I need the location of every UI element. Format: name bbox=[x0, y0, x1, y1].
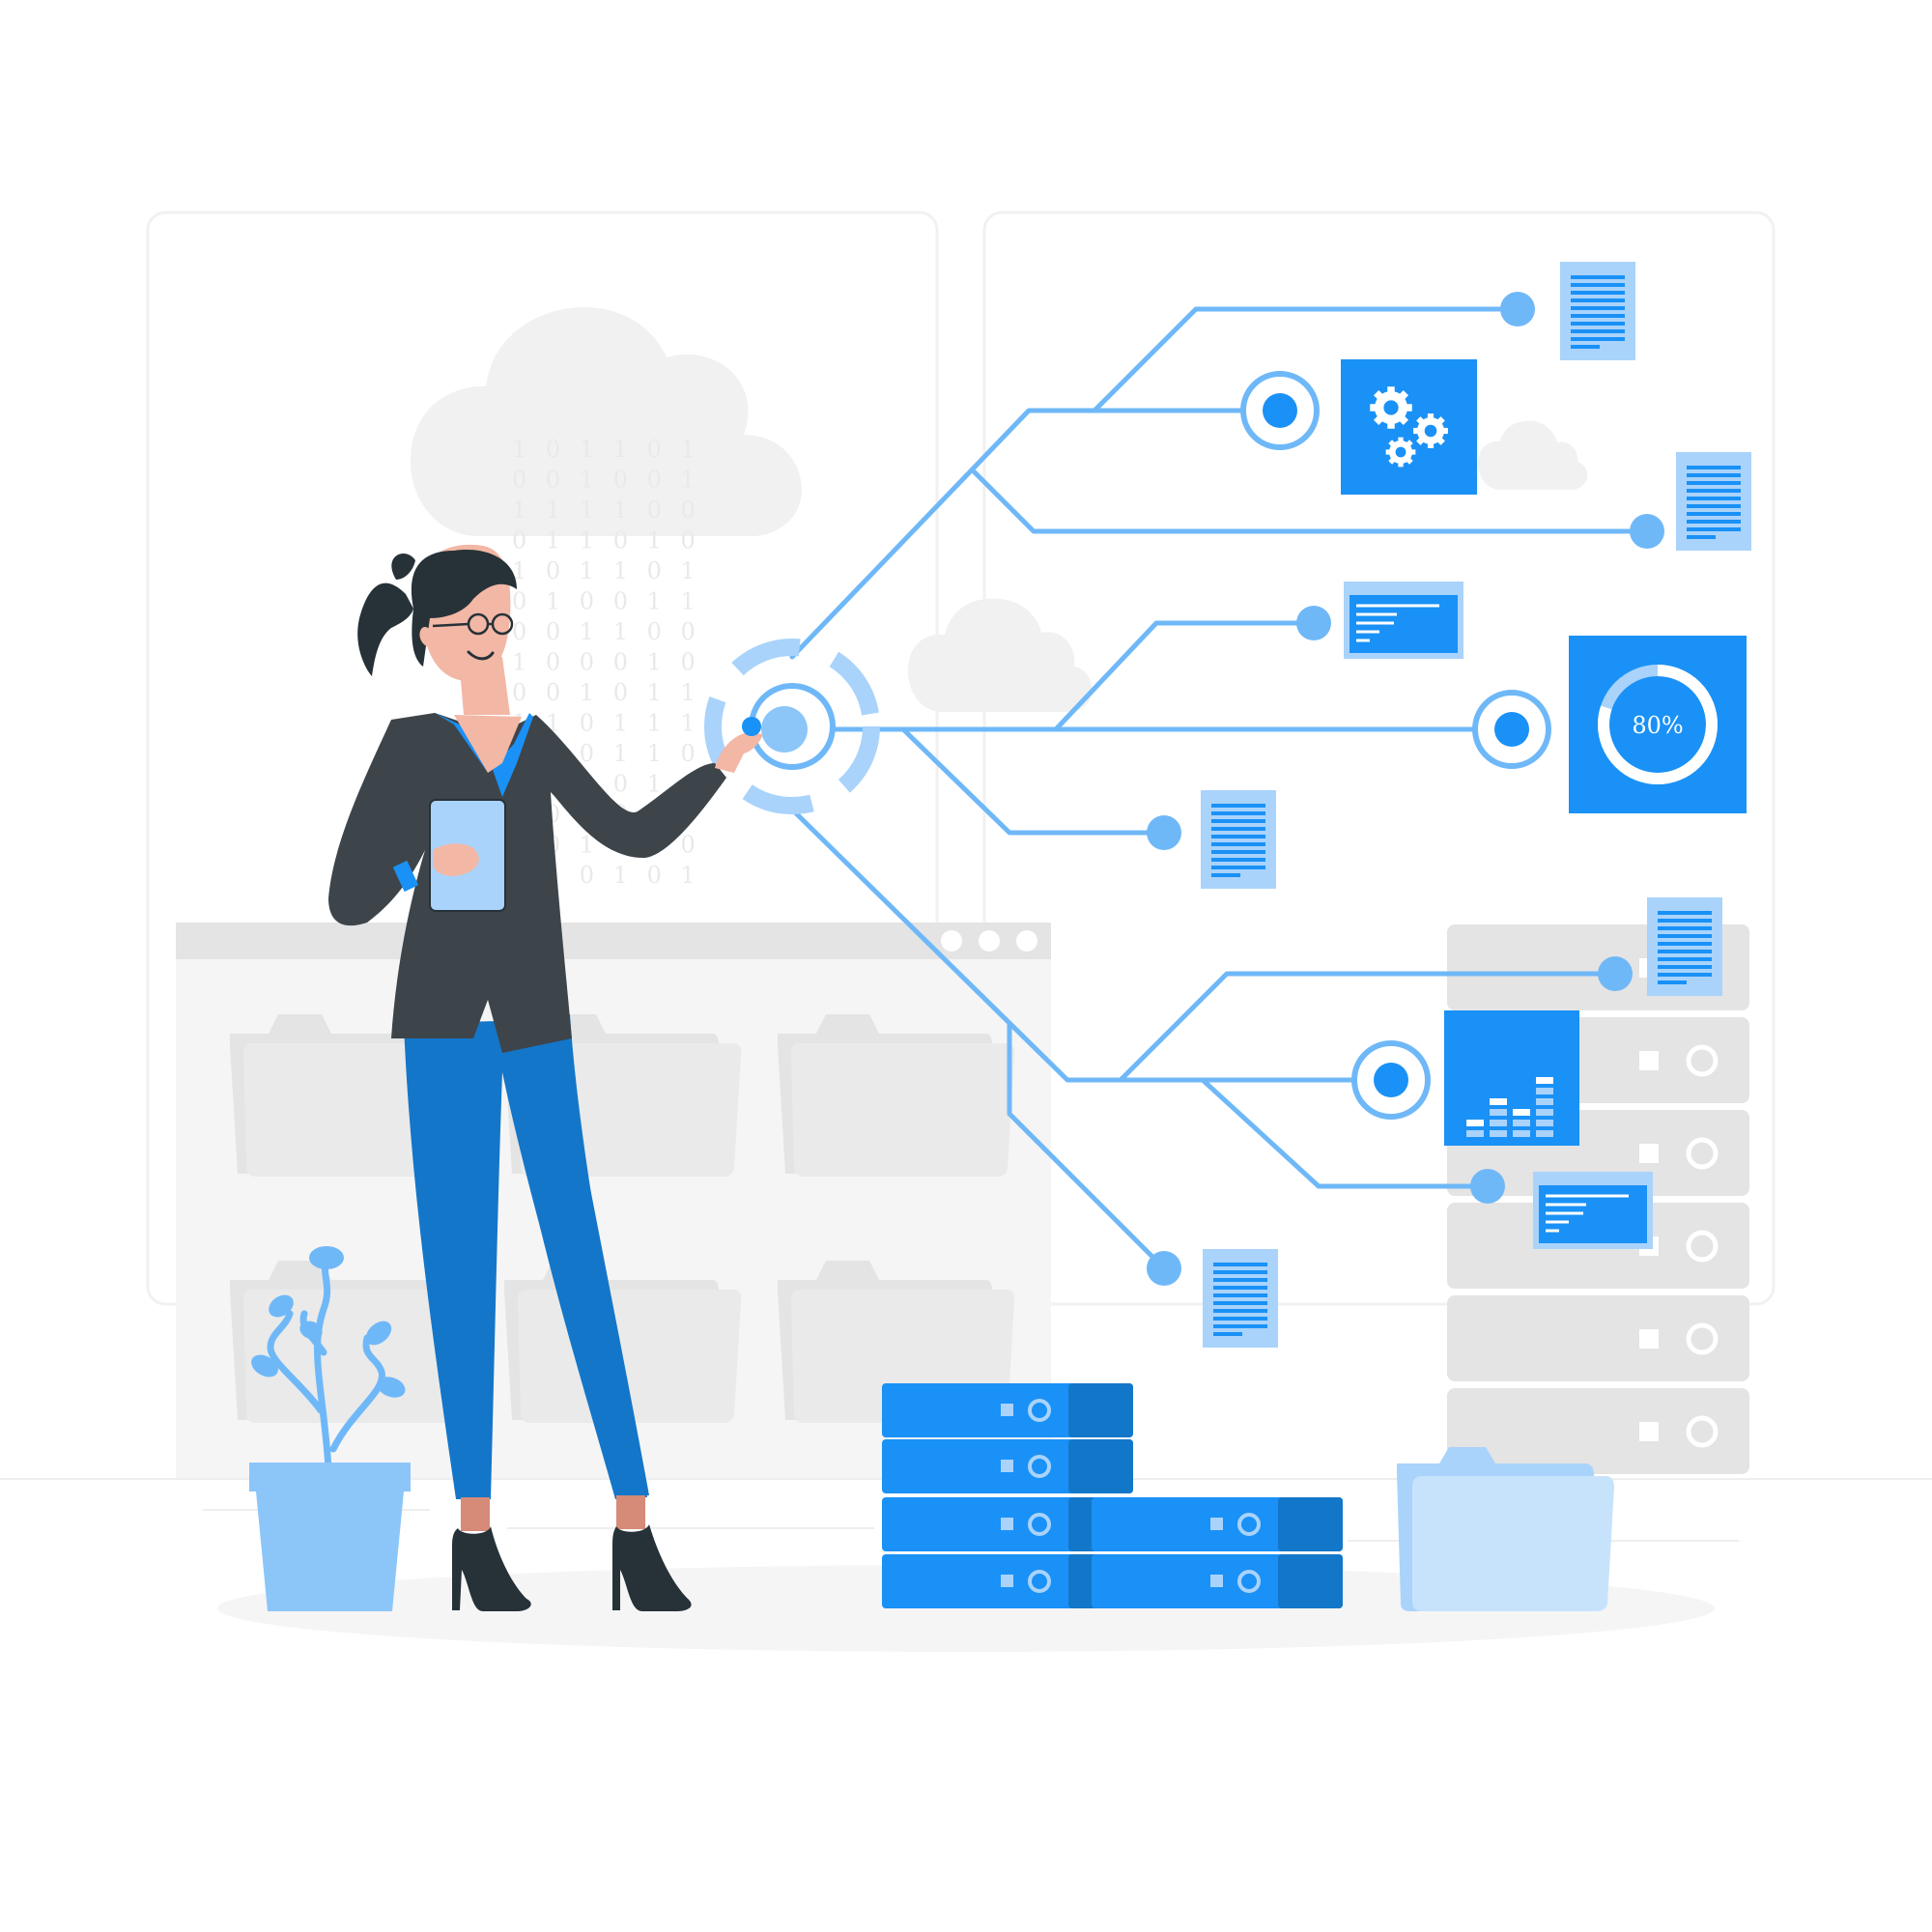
document-icon bbox=[1676, 452, 1751, 551]
server-stack-icon bbox=[882, 1383, 1343, 1608]
settings-card bbox=[1341, 359, 1477, 495]
document-icon bbox=[1203, 1249, 1278, 1348]
window-title-bar bbox=[176, 923, 1051, 959]
folder-icon bbox=[778, 1014, 1015, 1177]
ring-node bbox=[1351, 1040, 1431, 1120]
node-dot bbox=[1500, 292, 1535, 327]
window-control-dot bbox=[941, 930, 962, 952]
server-unit bbox=[882, 1439, 1133, 1493]
node-dot bbox=[1470, 1169, 1505, 1204]
cloud-icon bbox=[1478, 420, 1588, 490]
window-control-dot bbox=[1016, 930, 1037, 952]
progress-ring-icon: 80% bbox=[1598, 665, 1718, 784]
gear-icon bbox=[1370, 386, 1412, 429]
ring-node bbox=[1240, 371, 1320, 450]
binary-row: 1 0 0 0 1 0 bbox=[512, 649, 701, 676]
bar-block bbox=[1490, 1109, 1507, 1116]
ring-nodes bbox=[1240, 371, 1551, 1120]
cloud-icon bbox=[411, 307, 802, 536]
server-unit bbox=[1092, 1554, 1343, 1608]
document-icon bbox=[1560, 262, 1635, 360]
bar-chart-icon bbox=[1466, 1077, 1553, 1137]
bar-block bbox=[1466, 1120, 1484, 1126]
bar-block bbox=[1536, 1088, 1553, 1094]
folder-icon bbox=[1397, 1447, 1614, 1611]
progress-card: 80% bbox=[1569, 636, 1747, 813]
progress-label: 80% bbox=[1632, 712, 1683, 739]
plant-pot bbox=[256, 1492, 404, 1611]
node-dot bbox=[1296, 606, 1331, 640]
terminal-window-icon bbox=[1344, 582, 1463, 659]
gear-icon bbox=[1385, 437, 1416, 468]
bar-block bbox=[1536, 1077, 1553, 1084]
node-dot bbox=[1147, 815, 1181, 850]
network-nodes bbox=[1147, 292, 1664, 1286]
binary-row: 1 1 1 1 0 0 bbox=[512, 497, 701, 524]
bar-chart-card bbox=[1444, 1010, 1579, 1146]
node-dot bbox=[1147, 1251, 1181, 1286]
ring-node bbox=[1472, 690, 1551, 769]
bar-block bbox=[1536, 1109, 1553, 1116]
binary-row: 1 0 1 1 0 1 bbox=[512, 436, 701, 463]
plant-pot-rim bbox=[249, 1463, 411, 1492]
terminal-window-icon bbox=[1533, 1172, 1653, 1249]
server-unit bbox=[1092, 1497, 1343, 1551]
bar-block bbox=[1490, 1120, 1507, 1126]
document-icon bbox=[1201, 790, 1276, 889]
binary-row: 1 0 1 1 0 1 bbox=[512, 557, 701, 584]
bar-block bbox=[1536, 1130, 1553, 1137]
bar-block bbox=[1513, 1109, 1530, 1116]
node-dot bbox=[1598, 956, 1633, 991]
bar-block bbox=[1536, 1120, 1553, 1126]
binary-row: 0 0 1 0 0 1 bbox=[512, 467, 701, 494]
cloud-icon bbox=[908, 598, 1093, 712]
bar-block bbox=[1490, 1130, 1507, 1137]
binary-row: 0 0 1 0 1 1 bbox=[512, 679, 701, 706]
node-dot bbox=[1630, 514, 1664, 549]
document-icon bbox=[1201, 262, 1751, 1348]
bar-block bbox=[1490, 1098, 1507, 1105]
gear-icon bbox=[1413, 413, 1448, 448]
bar-block bbox=[1513, 1120, 1530, 1126]
window-control-dot bbox=[979, 930, 1000, 952]
bar-block bbox=[1466, 1130, 1484, 1137]
bar-block bbox=[1513, 1130, 1530, 1137]
gear-icon bbox=[1370, 386, 1448, 468]
woman-figure bbox=[328, 544, 763, 1611]
binary-row: 0 0 1 1 0 0 bbox=[512, 618, 701, 645]
server-unit bbox=[1447, 1388, 1749, 1474]
plant-icon bbox=[249, 1246, 411, 1611]
document-icon bbox=[1647, 897, 1722, 996]
binary-row: 0 1 0 0 1 1 bbox=[512, 588, 701, 615]
central-hub-node bbox=[704, 639, 880, 814]
bar-block bbox=[1536, 1098, 1553, 1105]
binary-row: 0 1 1 0 1 0 bbox=[512, 527, 701, 554]
server-unit bbox=[1447, 1295, 1749, 1381]
server-unit bbox=[882, 1383, 1133, 1437]
